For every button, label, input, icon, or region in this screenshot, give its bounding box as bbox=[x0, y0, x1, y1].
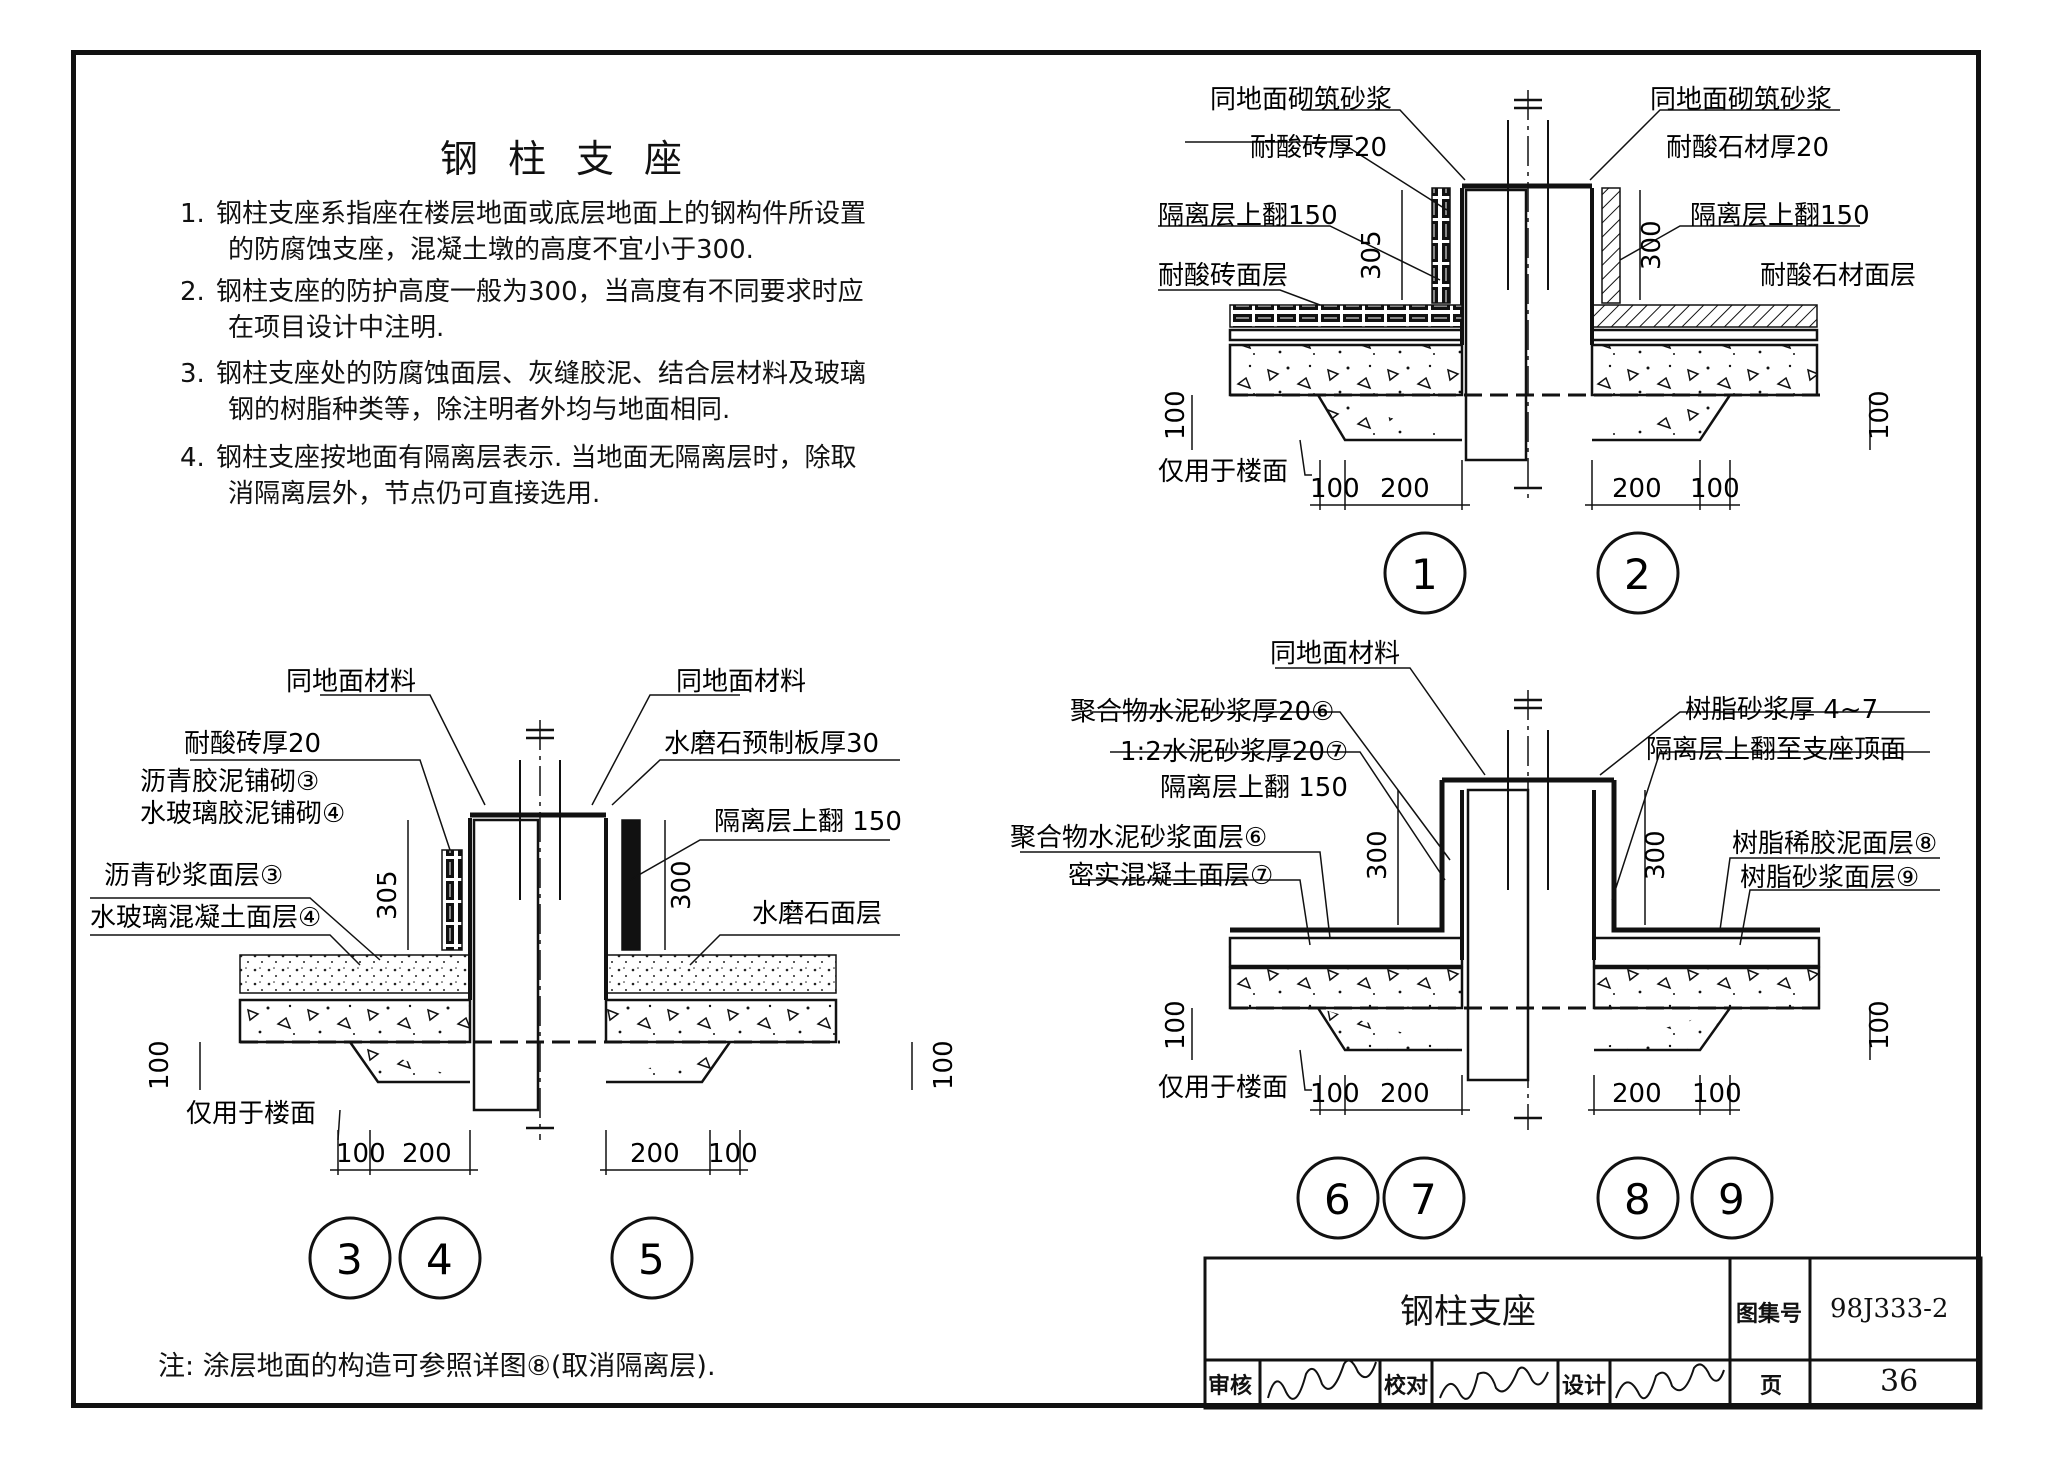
dim-100-right: 100 bbox=[929, 1040, 959, 1090]
notes-title: 钢柱支座 bbox=[440, 137, 713, 181]
dim-100-left: 100 bbox=[1161, 1000, 1191, 1050]
label-asphalt-surface: 沥青砂浆面层③ bbox=[104, 861, 283, 891]
label-iso-up: 隔离层上翻 150 bbox=[714, 807, 902, 837]
label-iso-left: 隔离层上翻150 bbox=[1158, 201, 1338, 231]
label-stone-surface: 耐酸石材面层 bbox=[1760, 261, 1916, 291]
label-iso-150: 隔离层上翻 150 bbox=[1160, 773, 1348, 803]
detail-1-2 bbox=[1158, 90, 1871, 510]
callout-4: 4 bbox=[426, 1235, 453, 1284]
callout-5: 5 bbox=[638, 1235, 665, 1284]
detail-6-9 bbox=[1020, 667, 1940, 1130]
label-dense-concrete: 密实混凝土面层⑦ bbox=[1068, 861, 1273, 891]
dim-200a: 200 bbox=[402, 1139, 452, 1169]
note-4: 4.钢柱支座按地面有隔离层表示. 当地面无隔离层时，除取 消隔离层外，节点仍可直… bbox=[180, 443, 857, 509]
signatures bbox=[1267, 1359, 1725, 1400]
page-number: 36 bbox=[1880, 1364, 1919, 1399]
dim-200b: 200 bbox=[1612, 474, 1662, 504]
dim-305: 305 bbox=[1357, 230, 1387, 280]
dim-200b: 200 bbox=[1612, 1079, 1662, 1109]
label-brick-surface: 耐酸砖面层 bbox=[1158, 261, 1288, 291]
label-brick-20: 耐酸砖厚20 bbox=[1250, 133, 1387, 163]
dim-300-right: 300 bbox=[1641, 830, 1671, 880]
label-glass-putty: 水玻璃胶泥铺砌④ bbox=[140, 799, 345, 829]
dim-100-right: 100 bbox=[1865, 1000, 1895, 1050]
label-asphalt-putty: 沥青胶泥铺砌③ bbox=[140, 767, 319, 797]
page-label: 页 bbox=[1760, 1373, 1783, 1399]
callout-2: 2 bbox=[1624, 550, 1651, 599]
label-stone-20: 耐酸石材厚20 bbox=[1666, 133, 1829, 163]
dim-100-right: 100 bbox=[1865, 390, 1895, 440]
detail-callout-circles bbox=[308, 531, 1774, 1300]
dim-100-left: 100 bbox=[1161, 390, 1191, 440]
footnote: 注: 涂层地面的构造可参照详图⑧(取消隔离层). bbox=[158, 1351, 716, 1382]
callout-9: 9 bbox=[1718, 1175, 1745, 1224]
label-terrazzo-surface: 水磨石面层 bbox=[752, 899, 882, 929]
label-same-material: 同地面材料 bbox=[1270, 639, 1400, 669]
label-resin-putty: 树脂稀胶泥面层⑧ bbox=[1732, 829, 1937, 859]
dim-300: 300 bbox=[1637, 220, 1667, 270]
label-glass-concrete: 水玻璃混凝土面层④ bbox=[90, 903, 321, 933]
dim-100a: 100 bbox=[336, 1139, 386, 1169]
check-label: 校对 bbox=[1384, 1373, 1429, 1399]
label-floor-only: 仅用于楼面 bbox=[1158, 1073, 1288, 1103]
label-brick-20: 耐酸砖厚20 bbox=[184, 729, 321, 759]
label-terrazzo-panel: 水磨石预制板厚30 bbox=[664, 729, 879, 759]
label-poly-20: 聚合物水泥砂浆厚20⑥ bbox=[1070, 697, 1334, 727]
dim-305: 305 bbox=[373, 870, 403, 920]
callout-6: 6 bbox=[1324, 1175, 1351, 1224]
label-poly-surface: 聚合物水泥砂浆面层⑥ bbox=[1010, 823, 1267, 853]
dim-100b: 100 bbox=[708, 1139, 758, 1169]
label-same-material-left: 同地面材料 bbox=[286, 667, 416, 697]
design-label: 设计 bbox=[1562, 1373, 1607, 1399]
callout-3: 3 bbox=[336, 1235, 363, 1284]
label-resin-mortar: 树脂砂浆面层⑨ bbox=[1740, 863, 1919, 893]
dim-200a: 200 bbox=[1380, 1079, 1430, 1109]
label-iso-top: 隔离层上翻至支座顶面 bbox=[1646, 735, 1906, 765]
label-floor-only: 仅用于楼面 bbox=[186, 1099, 316, 1129]
note-3: 3.钢柱支座处的防腐蚀面层、灰缝胶泥、结合层材料及玻璃 钢的树脂种类等，除注明者… bbox=[180, 359, 867, 425]
dim-100a: 100 bbox=[1310, 474, 1360, 504]
dim-300: 300 bbox=[667, 860, 697, 910]
note-1: 1.钢柱支座系指座在楼层地面或底层地面上的钢构件所设置 的防腐蚀支座，混凝土墩的… bbox=[180, 199, 867, 265]
dim-200a: 200 bbox=[1380, 474, 1430, 504]
review-label: 审核 bbox=[1208, 1373, 1253, 1399]
callout-8: 8 bbox=[1624, 1175, 1651, 1224]
dim-200b: 200 bbox=[630, 1139, 680, 1169]
dim-100b: 100 bbox=[1692, 1079, 1742, 1109]
dim-100-left: 100 bbox=[145, 1040, 175, 1090]
atlas-label: 图集号 bbox=[1736, 1301, 1803, 1327]
dim-100a: 100 bbox=[1310, 1079, 1360, 1109]
label-cement-20: 1:2水泥砂浆厚20⑦ bbox=[1120, 737, 1348, 767]
label-floor-only: 仅用于楼面 bbox=[1158, 457, 1288, 487]
dim-300-left: 300 bbox=[1363, 830, 1393, 880]
atlas-number: 98J333-2 bbox=[1830, 1294, 1949, 1324]
label-mortar-right: 同地面砌筑砂浆 bbox=[1650, 85, 1832, 115]
callout-1: 1 bbox=[1411, 550, 1438, 599]
label-resin-4-7: 树脂砂浆厚 4~7 bbox=[1685, 695, 1878, 725]
label-same-material-right: 同地面材料 bbox=[676, 667, 806, 697]
note-2: 2.钢柱支座的防护高度一般为300，当高度有不同要求时应 在项目设计中注明. bbox=[180, 277, 864, 343]
label-iso-right: 隔离层上翻150 bbox=[1690, 201, 1870, 231]
dim-100b: 100 bbox=[1690, 474, 1740, 504]
title-block-title: 钢柱支座 bbox=[1400, 1292, 1536, 1332]
detail-3-4-5 bbox=[90, 694, 913, 1175]
drawing-frame bbox=[71, 50, 1981, 1408]
label-mortar-left: 同地面砌筑砂浆 bbox=[1210, 85, 1392, 115]
title-block-grid bbox=[1203, 1256, 1983, 1410]
callout-7: 7 bbox=[1410, 1175, 1437, 1224]
